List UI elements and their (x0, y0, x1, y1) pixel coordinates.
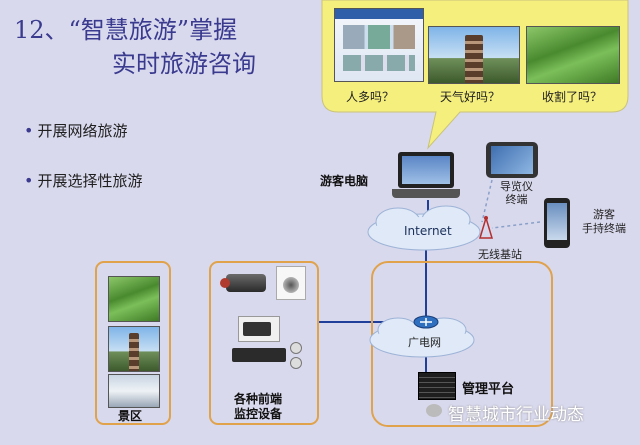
wechat-icon (426, 404, 442, 417)
label-navigator: 导览仪 终端 (500, 180, 533, 206)
bullet-camera-icon (220, 270, 270, 296)
question-harvest: 收割了吗？ (542, 90, 603, 104)
label-broadcast-network: 广电网 (408, 336, 441, 349)
title-line-1: 12、“智慧旅游”掌握 (14, 16, 238, 44)
devices-group (209, 261, 319, 425)
label-monitoring-devices: 各种前端 监控设备 (234, 392, 283, 421)
mobile-phone-icon (544, 198, 570, 248)
label-scenic-area: 景区 (118, 409, 143, 423)
label-tourist-pc: 游客电脑 (320, 174, 369, 188)
question-crowd: 人多吗？ (346, 90, 395, 104)
internet-cloud-icon (367, 205, 481, 251)
scenic-field-photo (108, 276, 160, 322)
scenic-pagoda-photo (108, 326, 160, 372)
mini-camera-icon (290, 342, 308, 369)
watermark-text: 智慧城市行业动态 (448, 405, 584, 425)
pagoda-photo (428, 26, 520, 84)
navigator-device-icon (486, 142, 538, 178)
server-rack-icon (418, 372, 456, 400)
box-camera-icon (238, 316, 280, 342)
label-tourist-mobile: 游客 手持终端 (582, 208, 626, 235)
bullet-selective-tourism: 开展选择性旅游 (24, 170, 142, 191)
question-weather: 天气好吗？ (440, 90, 501, 104)
title-line-2: 实时旅游咨询 (112, 50, 256, 78)
scenic-area-group (95, 261, 171, 425)
label-management-platform: 管理平台 (462, 382, 515, 397)
router-icon (413, 315, 439, 329)
laptop-icon (392, 152, 460, 200)
broadcast-cloud-icon (369, 317, 475, 358)
base-station-icon (478, 215, 494, 239)
dome-camera-icon (276, 266, 306, 300)
website-screenshot (334, 8, 424, 82)
bullet-online-tourism: 开展网络旅游 (24, 120, 127, 141)
terrace-field-photo (526, 26, 620, 84)
dvr-device-icon (232, 348, 286, 362)
label-internet: Internet (404, 224, 452, 238)
scenic-snow-photo (108, 374, 160, 408)
label-base-station: 无线基站 (478, 248, 522, 261)
